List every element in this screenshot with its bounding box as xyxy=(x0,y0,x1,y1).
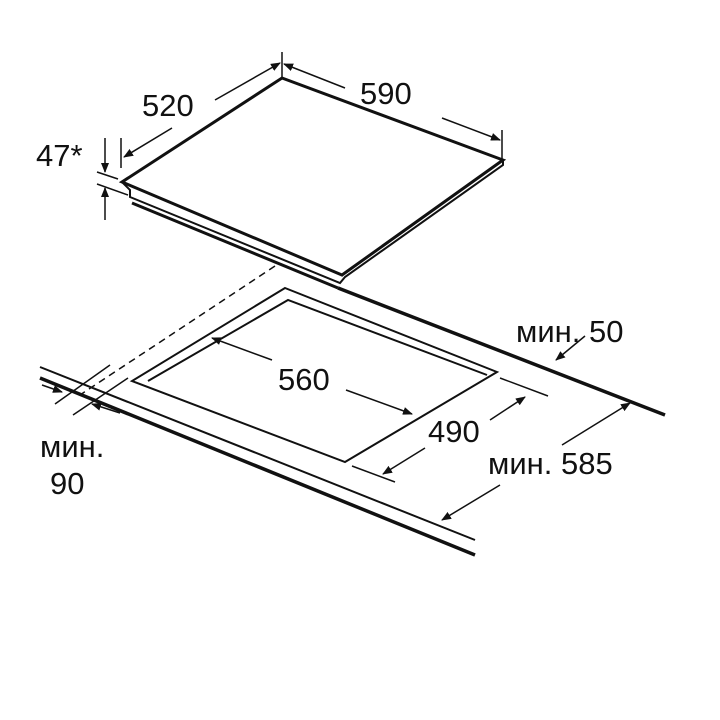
label-47: 47* xyxy=(36,138,83,173)
worktop-back-edge xyxy=(337,286,666,417)
dimension-min-585: мин. 585 xyxy=(441,402,631,521)
label-min-90-line2: 90 xyxy=(50,466,84,501)
label-490: 490 xyxy=(428,414,480,449)
worktop-front-edge xyxy=(39,376,476,557)
dimension-560: 560 xyxy=(211,337,413,415)
hob-projection-dashed xyxy=(79,265,276,396)
dimension-520: 520 xyxy=(120,62,281,168)
hob-base xyxy=(131,201,339,290)
label-590: 590 xyxy=(360,76,412,111)
worktop-front-edge-top xyxy=(39,366,476,541)
dimension-47: 47* xyxy=(36,138,129,220)
cutout-outline xyxy=(129,286,500,464)
hob xyxy=(118,76,507,290)
dimension-min-90: мин. 90 xyxy=(40,364,129,501)
worktop xyxy=(39,265,666,557)
dimension-min-50: мин. 50 xyxy=(516,314,623,361)
cutout xyxy=(129,286,500,464)
label-min-90-line1: мин. xyxy=(40,429,104,464)
dimension-590: 590 xyxy=(281,52,503,160)
label-min-585: мин. 585 xyxy=(488,446,613,481)
hob-top-surface xyxy=(118,76,507,277)
dimension-490: 490 xyxy=(351,377,549,483)
label-min-50: мин. 50 xyxy=(516,314,623,349)
cutout-inner-edge xyxy=(147,298,488,382)
label-560: 560 xyxy=(278,362,330,397)
label-520: 520 xyxy=(142,88,194,123)
hob-edge xyxy=(121,160,504,285)
